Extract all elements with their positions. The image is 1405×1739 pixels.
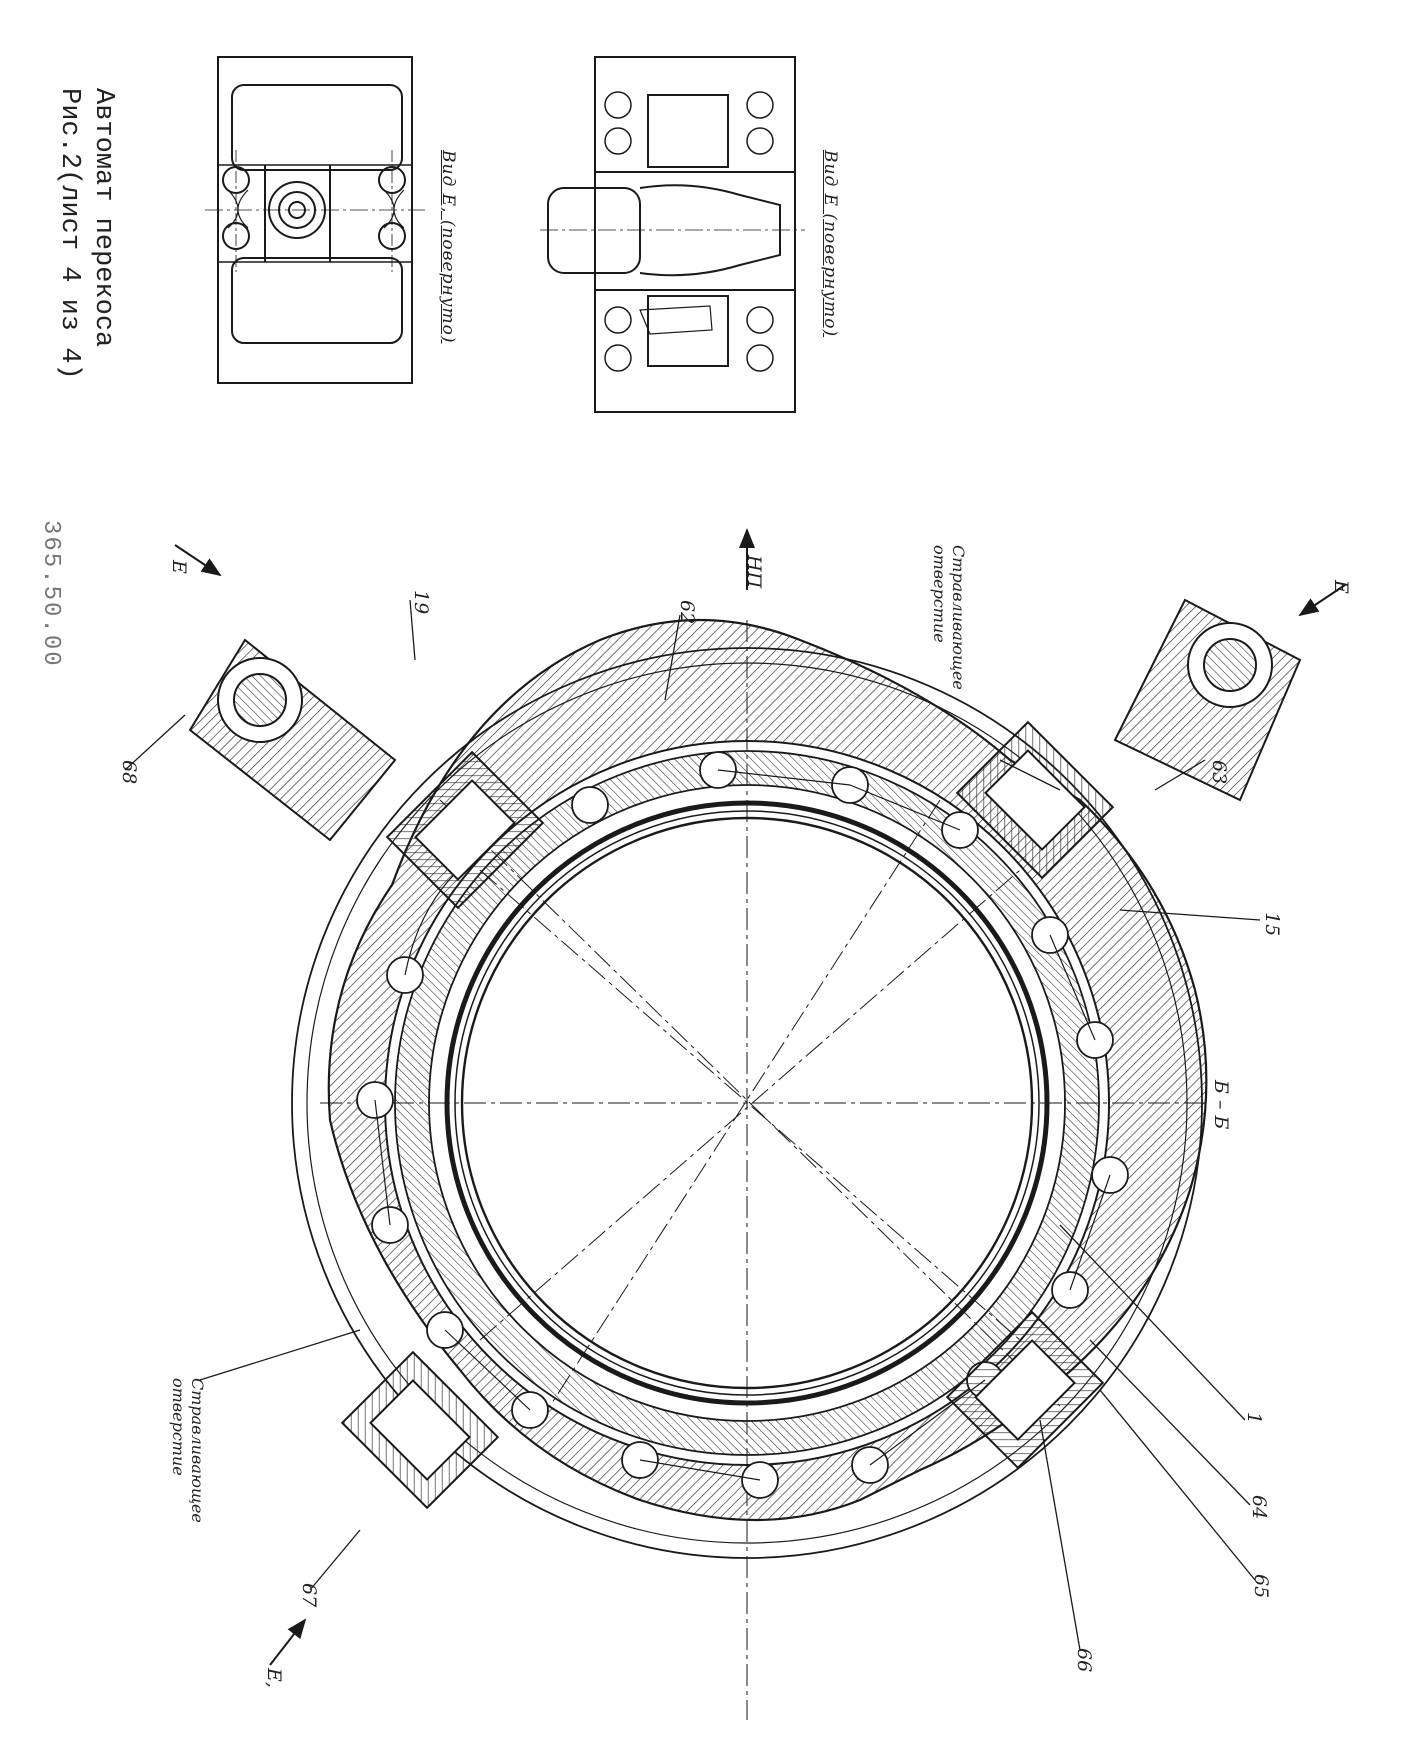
- view-e: [540, 56, 805, 413]
- callout-63: 63: [1208, 760, 1230, 785]
- arrow-label-e-left: Е: [168, 560, 190, 574]
- arrow-label-e1: Е,: [263, 1668, 285, 1688]
- callout-68: 68: [118, 760, 140, 785]
- callout-62: 62: [676, 600, 698, 625]
- callout-19: 19: [410, 590, 432, 615]
- callout-66: 66: [1073, 1648, 1095, 1673]
- vent-hole-note-upper: Стравливающее отверстие: [930, 545, 968, 690]
- view-arrows: [174, 528, 1346, 1666]
- arrow-label-e-right: Е: [1330, 580, 1352, 594]
- callout-65: 65: [1250, 1574, 1272, 1599]
- callout-15: 15: [1261, 912, 1283, 937]
- callout-64: 64: [1248, 1495, 1270, 1520]
- rod-end-upper-right: [1113, 598, 1302, 802]
- rod-end-upper-left: [188, 638, 397, 842]
- vent-hole-note-lower: Стравливающее отверстие: [169, 1378, 207, 1523]
- leader-lines: [124, 599, 1261, 1651]
- lock-wires: [374, 769, 1111, 1481]
- section-b-b: [291, 618, 1210, 1720]
- section-label: Б – Б: [1210, 1080, 1232, 1130]
- view-e1-title: Вид Е, (повернуто): [438, 150, 458, 344]
- bearing-housings: [340, 720, 1115, 1510]
- callout-67: 67: [298, 1583, 320, 1608]
- callout-1: 1: [1243, 1412, 1265, 1425]
- view-e-title: Вид Е (повернуто): [820, 150, 840, 338]
- direction-label: НП: [743, 555, 765, 589]
- view-e1: [205, 56, 425, 384]
